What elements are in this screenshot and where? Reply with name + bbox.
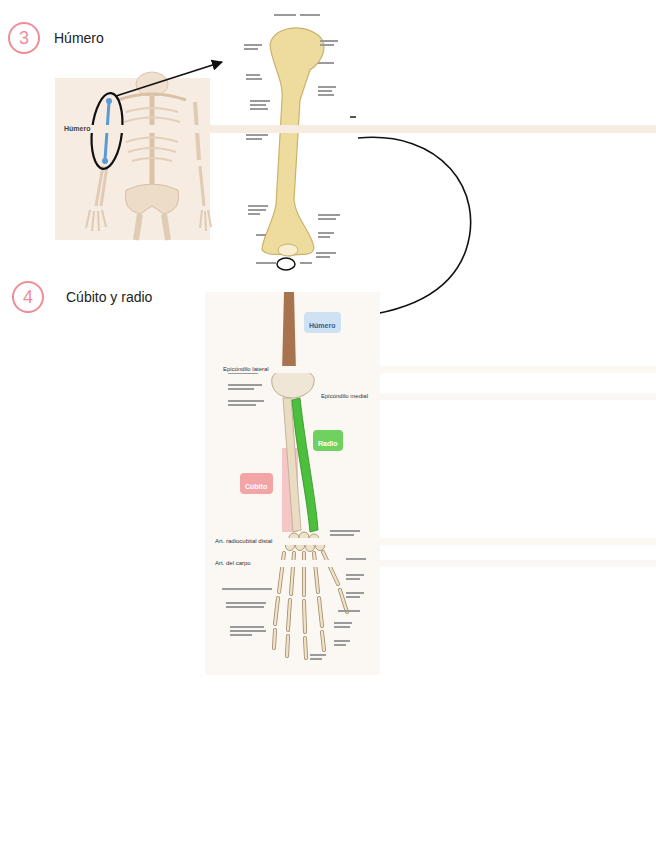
pointer-arrow (342, 137, 471, 318)
step-number: 4 (12, 281, 44, 313)
bone-tag: Húmero (304, 312, 341, 333)
step-number: 3 Húmero (8, 22, 104, 54)
part-label: Art. del carpo (214, 560, 656, 567)
bone-name: Radio (318, 440, 337, 447)
part-label: Epicóndilo lateral (222, 366, 656, 373)
part-label: Art. radiocubital distal (214, 538, 656, 545)
humerus-figure (232, 14, 356, 272)
bone-name: Cúbito (245, 483, 267, 490)
bone-tag: Radio (313, 430, 343, 451)
part-label: Epicóndilo medial (320, 393, 656, 400)
bone-label: Húmero (63, 125, 656, 133)
pointer-arrow (116, 62, 222, 96)
skeleton-figure (55, 72, 211, 240)
forearm-figure (205, 292, 380, 675)
step-number: 4 Cúbito y radio (12, 281, 152, 313)
bone-tag: Cúbito (240, 473, 273, 494)
section-heading: Húmero (54, 30, 104, 46)
step-number: 3 (8, 22, 40, 54)
section-heading: Cúbito y radio (66, 289, 152, 305)
bone-name: Húmero (309, 322, 335, 329)
